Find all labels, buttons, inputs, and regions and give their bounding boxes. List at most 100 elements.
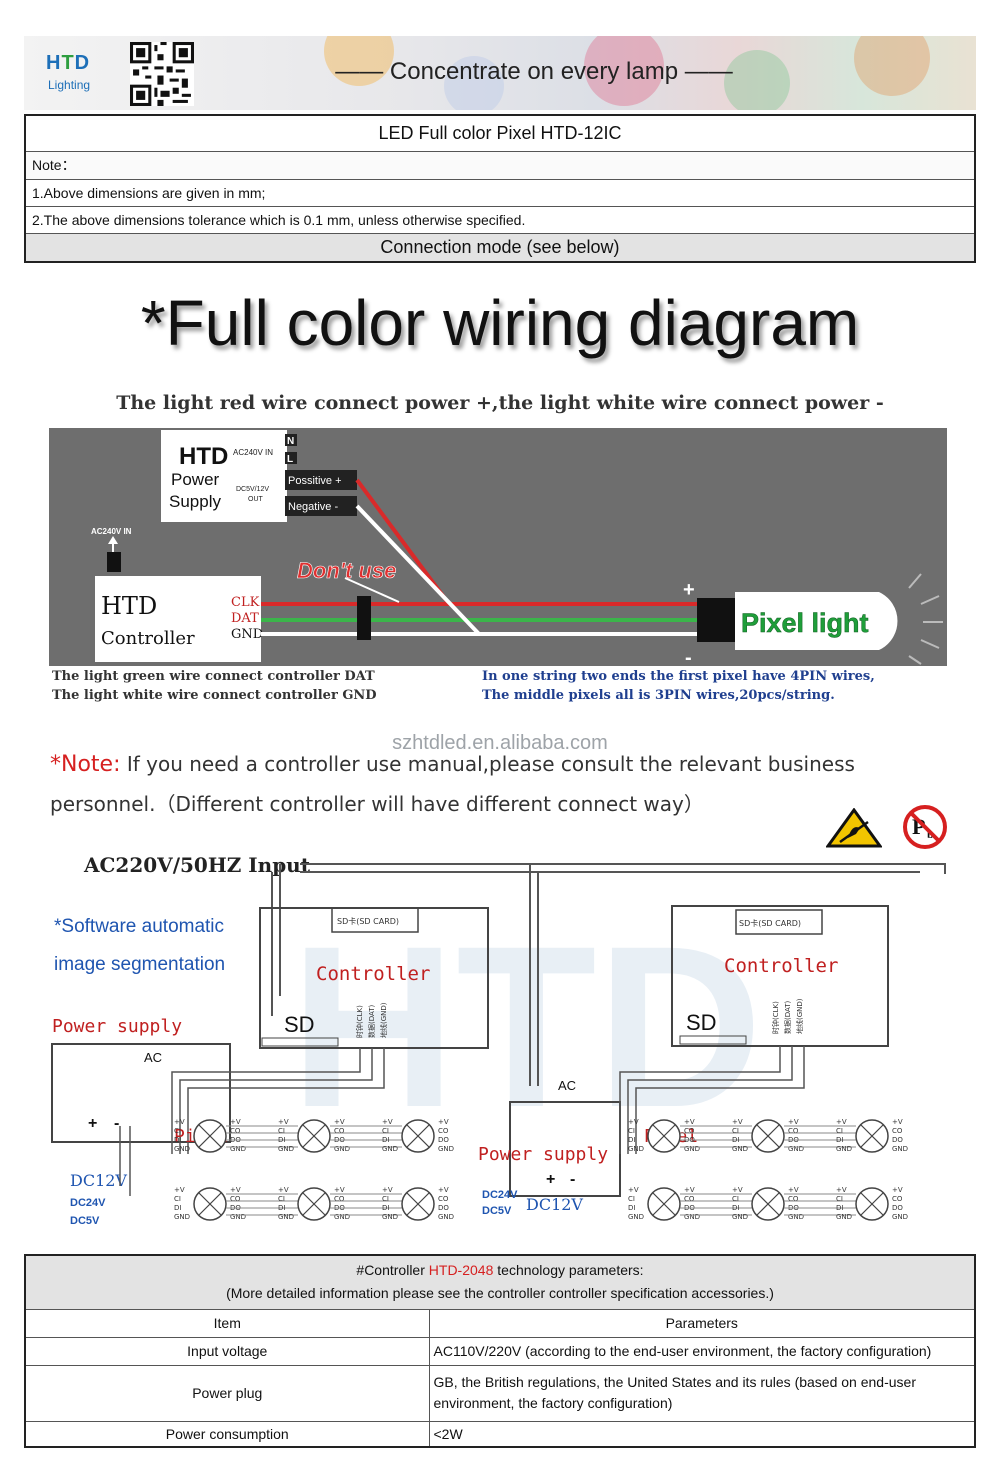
pin-label: +V [732, 1118, 743, 1126]
pin-label: DI [732, 1204, 739, 1212]
pin-label: CO [892, 1127, 903, 1135]
dont-use-connector [357, 596, 371, 640]
htd-logo: HTD Lighting [46, 44, 136, 108]
controller-brand: HTD [101, 592, 157, 620]
connection-mode: Connection mode (see below) [24, 232, 976, 263]
dc24v-label-left: DC24V [70, 1197, 106, 1209]
pin-label: CO [438, 1127, 449, 1135]
controller-model: HTD-2048 [428, 1262, 494, 1279]
power-supply-left [51, 1043, 231, 1143]
pixel-node-cross [756, 1192, 780, 1216]
pin-label: CI [628, 1195, 635, 1203]
gnd-pin-label: 地线(GND) [379, 1002, 388, 1038]
dc12v-label-left: DC12V [70, 1171, 127, 1190]
pin-label: DI [836, 1204, 843, 1212]
pin-label: GND [732, 1145, 748, 1153]
controller-box [95, 576, 261, 662]
pin-label: DO [438, 1136, 449, 1144]
pin-label: +V [334, 1186, 345, 1194]
pin-label: CI [278, 1195, 285, 1203]
slogan: —— Concentrate on every lamp —— [335, 58, 733, 85]
pin-label: CO [230, 1195, 241, 1203]
pin-label: +V [628, 1118, 639, 1126]
pin-label: CI [278, 1127, 285, 1135]
controller-label-left: Controller [316, 963, 430, 985]
esd-warning-icon [826, 808, 882, 848]
pin-label: CI [174, 1127, 181, 1135]
ac-label-middle: AC [558, 1078, 576, 1093]
row-item: Power consumption [24, 1420, 430, 1448]
note-item: 2.The above dimensions tolerance which i… [24, 205, 976, 234]
pin-label: +V [230, 1118, 241, 1126]
pin-label: CO [438, 1195, 449, 1203]
pin-label: DO [892, 1204, 903, 1212]
psu-name-1: Power [171, 470, 220, 489]
pin-label: CI [836, 1195, 843, 1203]
pin-label: +V [732, 1186, 743, 1194]
pin-label: DI [382, 1136, 389, 1144]
pin-label: GND [684, 1145, 700, 1153]
pin-label: GND [732, 1213, 748, 1221]
pin-label: +V [892, 1186, 903, 1194]
light-rays [908, 573, 943, 665]
header-prefix: #Controller [356, 1262, 429, 1279]
pixel-connector [697, 598, 735, 642]
dat-label: DAT [231, 611, 259, 626]
pin-info-caption-1: In one string two ends the first pixel h… [482, 669, 875, 684]
pin-label: DI [628, 1136, 635, 1144]
column-header-parameters: Parameters [428, 1308, 976, 1338]
sd-card-slot-right [735, 909, 823, 935]
pin-label: DI [278, 1136, 285, 1144]
pin-label: CO [788, 1195, 799, 1203]
controller-wiring-diagram: HTD AC220V/50HZ Input *Software automati… [51, 853, 946, 1227]
pin-label: GND [230, 1213, 246, 1221]
pin-label: GND [836, 1213, 852, 1221]
wire-rule-caption: The light red wire connect power +,the l… [0, 392, 1000, 414]
table-row: Power plug GB, the British regulations, … [24, 1364, 976, 1422]
pin-label: GND [684, 1213, 700, 1221]
pin-label: +V [836, 1118, 847, 1126]
pin-label: DO [438, 1204, 449, 1212]
pin-label: CO [684, 1195, 695, 1203]
svg-text:P: P [912, 814, 925, 839]
pin-label: +V [788, 1186, 799, 1194]
pin-label: GND [334, 1213, 350, 1221]
pin-label: +V [438, 1118, 449, 1126]
gnd-label: GND [231, 627, 263, 642]
pin-label: +V [278, 1186, 289, 1194]
pin-label: CI [628, 1127, 635, 1135]
ac-input-label: AC220V/50HZ Input [83, 853, 311, 877]
pin-label: GND [382, 1145, 398, 1153]
pin-label: CO [892, 1195, 903, 1203]
pin-label: +V [174, 1118, 185, 1126]
psu-brand: HTD [179, 443, 228, 470]
pixel-node-cross [406, 1192, 430, 1216]
pixel-node-cross [406, 1124, 430, 1148]
pin-label: DO [892, 1136, 903, 1144]
port-strip-left [261, 1037, 339, 1047]
controller-spec-table: #Controller HTD-2048 technology paramete… [24, 1254, 976, 1448]
pin-label: +V [382, 1118, 393, 1126]
pin-label: +V [438, 1186, 449, 1194]
bokeh-dot [584, 36, 664, 106]
ac-input-lines [271, 863, 946, 1086]
pin-label: DI [174, 1136, 181, 1144]
clk-pin-label: 时钟(CLK) [771, 1001, 780, 1034]
bokeh-dot [854, 36, 930, 96]
note-text-1: If you need a controller use manual,plea… [120, 752, 855, 776]
pin-label: +V [836, 1186, 847, 1194]
pin-label: GND [174, 1213, 190, 1221]
pin-label: CO [788, 1127, 799, 1135]
controller-label-right: Controller [724, 955, 838, 977]
negative-label: Negative - [288, 501, 338, 513]
pin-label: +V [230, 1186, 241, 1194]
pin-label: GND [788, 1145, 804, 1153]
pin-label: +V [628, 1186, 639, 1194]
terminal-n [285, 434, 297, 446]
spec-table-pixel: LED Full color Pixel HTD-12IC Note： 1.Ab… [24, 114, 976, 263]
clk-label: CLK [231, 595, 260, 610]
wire-rule-part2: the light white wire connect power - [498, 392, 884, 414]
htd-watermark: HTD [290, 898, 763, 1155]
pixel-node-cross [302, 1192, 326, 1216]
watermark-url: szhtdled.en.alibaba.com [392, 732, 608, 754]
